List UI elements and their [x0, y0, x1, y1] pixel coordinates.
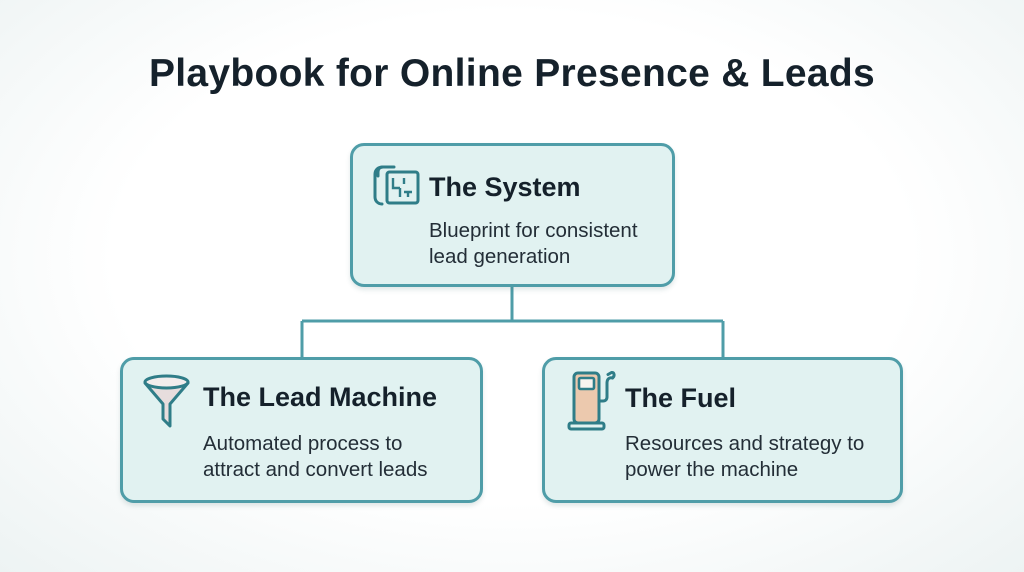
node-the-lead-machine: The Lead Machine Automated process to at…: [120, 357, 483, 503]
page-title: Playbook for Online Presence & Leads: [148, 52, 876, 95]
blueprint-icon: [368, 163, 422, 214]
fuel-pump-icon: [566, 368, 618, 437]
node-title-fuel: The Fuel: [625, 383, 737, 413]
node-the-fuel: The Fuel Resources and strategy to power…: [542, 357, 903, 503]
node-title-lead-machine: The Lead Machine: [203, 382, 438, 412]
funnel-icon: [142, 373, 194, 438]
node-title-system: The System: [429, 172, 581, 202]
node-description-fuel: Resources and strategy to power the mach…: [625, 432, 865, 481]
node-description-lead-machine: Automated process to attract and convert…: [203, 432, 428, 481]
node-the-system: The System Blueprint for consistent lead…: [350, 143, 675, 287]
node-description-system: Blueprint for consistent lead generation: [429, 219, 638, 268]
